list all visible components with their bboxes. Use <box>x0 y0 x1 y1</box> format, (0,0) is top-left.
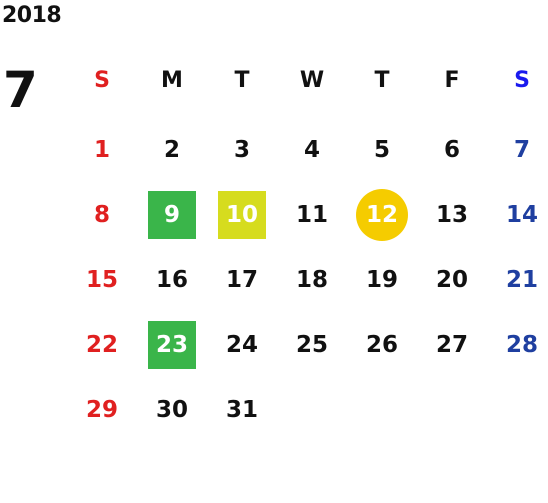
day-cell-9[interactable]: 9 <box>148 191 196 239</box>
weekday-header: W <box>299 67 325 93</box>
day-cell-15[interactable]: 15 <box>85 267 118 293</box>
day-cell-25[interactable]: 25 <box>295 332 328 358</box>
day-cell-7[interactable]: 7 <box>513 137 530 163</box>
day-cell-18[interactable]: 18 <box>295 267 328 293</box>
day-cell-14[interactable]: 14 <box>505 202 538 228</box>
weekday-header: F <box>444 67 460 93</box>
weekday-header: T <box>234 67 250 93</box>
day-cell-22[interactable]: 22 <box>85 332 118 358</box>
day-cell-20[interactable]: 20 <box>435 267 468 293</box>
day-cell-21[interactable]: 21 <box>505 267 538 293</box>
day-cell-30[interactable]: 30 <box>155 397 188 423</box>
day-cell-6[interactable]: 6 <box>443 137 460 163</box>
day-cell-29[interactable]: 29 <box>85 397 118 423</box>
day-cell-24[interactable]: 24 <box>225 332 258 358</box>
weekday-header: T <box>374 67 390 93</box>
weekday-header: S <box>514 67 530 93</box>
day-cell-19[interactable]: 19 <box>365 267 398 293</box>
day-cell-17[interactable]: 17 <box>225 267 258 293</box>
weekday-header: S <box>94 67 110 93</box>
day-cell-31[interactable]: 31 <box>225 397 258 423</box>
day-cell-13[interactable]: 13 <box>435 202 468 228</box>
day-cell-12[interactable]: 12 <box>356 189 408 241</box>
day-cell-2[interactable]: 2 <box>163 137 180 163</box>
day-cell-28[interactable]: 28 <box>505 332 538 358</box>
day-cell-23[interactable]: 23 <box>148 321 196 369</box>
day-cell-26[interactable]: 26 <box>365 332 398 358</box>
day-cell-5[interactable]: 5 <box>373 137 390 163</box>
day-cell-16[interactable]: 16 <box>155 267 188 293</box>
day-cell-10[interactable]: 10 <box>218 191 266 239</box>
month-number: 7 <box>3 61 38 119</box>
day-cell-11[interactable]: 11 <box>295 202 328 228</box>
day-cell-1[interactable]: 1 <box>93 137 110 163</box>
year-label: 2018 <box>2 3 62 28</box>
day-cell-27[interactable]: 27 <box>435 332 468 358</box>
weekday-header: M <box>161 67 183 93</box>
day-cell-3[interactable]: 3 <box>233 137 250 163</box>
day-cell-8[interactable]: 8 <box>93 202 110 228</box>
day-cell-4[interactable]: 4 <box>303 137 320 163</box>
